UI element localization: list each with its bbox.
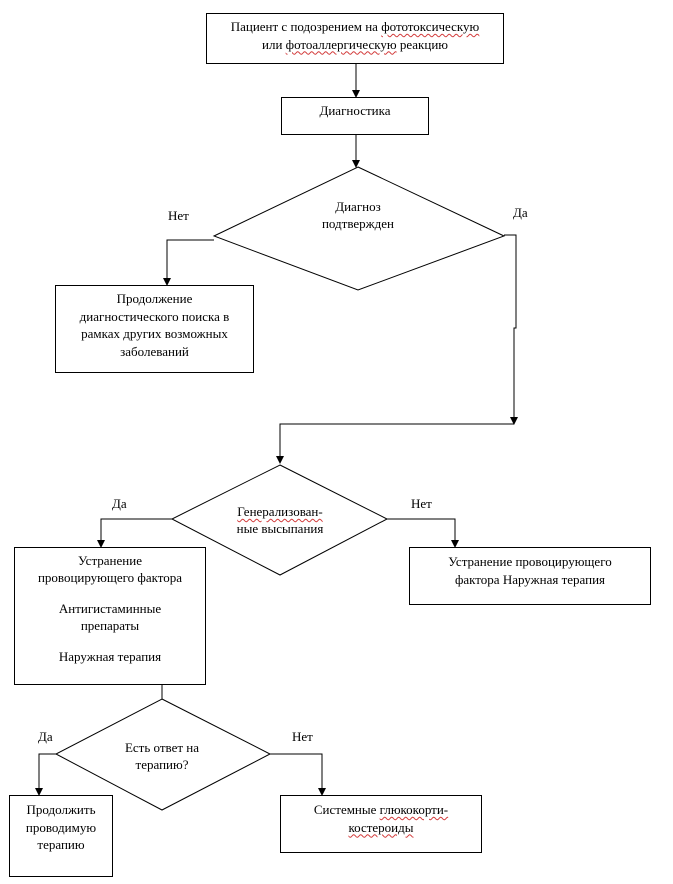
diamond-generalized-rash <box>170 464 389 576</box>
response-label: Есть ответ на терапию? <box>102 740 222 774</box>
arrow-no-to-systemic <box>270 753 326 796</box>
start-line2-a: или <box>262 36 286 52</box>
systemic-line2: костероиды <box>348 819 414 835</box>
diagnosis-confirmed-line1: Диагноз <box>335 199 381 214</box>
start-line1-b: фототоксическую <box>381 19 480 34</box>
edge-label-yes-1: Да <box>513 205 528 220</box>
edge-label-no-1: Нет <box>168 208 189 223</box>
left-treatment-p3: Наружная терапия <box>58 648 162 664</box>
continue-therapy-line1: Продолжить <box>26 802 96 817</box>
arrow-yes-to-left-treatment <box>97 518 172 548</box>
continue-search-line2: диагностического поиска в <box>79 308 230 324</box>
start-line1-a: Пациент с подозрением на <box>230 19 382 34</box>
edge-label-no-3: Нет <box>292 729 313 744</box>
diamond-response-to-therapy <box>54 698 272 811</box>
edge-label-yes-3: Да <box>38 729 53 744</box>
generalized-rash-line1: Генерализован- <box>237 504 323 519</box>
left-treatment-node: Устранение провоцирующего фактора Антиги… <box>14 547 206 685</box>
diagnostics-label: Диагностика <box>319 103 391 118</box>
arrow-yes-down <box>504 234 518 425</box>
left-treatment-p2-line2: препараты <box>80 617 140 633</box>
diamond-diagnosis-confirmed <box>212 166 506 291</box>
arrow-no-to-right-treatment <box>387 518 459 548</box>
continue-search-node: Продолжение диагностического поиска в ра… <box>55 285 254 373</box>
right-treatment-line2: фактора Наружная терапия <box>454 571 606 587</box>
arrow-to-generalized <box>276 423 514 464</box>
response-line1: Есть ответ на <box>124 740 200 755</box>
response-line2: терапию? <box>135 756 189 772</box>
continue-search-line1: Продолжение <box>116 291 193 306</box>
right-treatment-node: Устранение провоцирующего фактора Наружн… <box>409 547 651 605</box>
left-treatment-p1-line1: Устранение <box>78 553 142 568</box>
generalized-rash-label: Генерализован- ные высыпания <box>220 504 340 538</box>
edge-label-no-2: Нет <box>411 496 432 511</box>
continue-search-line4: заболеваний <box>120 343 189 359</box>
systemic-line1-a: Системные <box>313 802 380 817</box>
continue-search-line3: рамках других возможных <box>81 326 228 342</box>
systemic-steroids-node: Системные глюкокорти- костероиды <box>280 795 482 853</box>
start-line2-c: реакцию <box>396 36 448 52</box>
start-node: Пациент с подозрением на фототоксическую… <box>206 13 504 64</box>
continue-therapy-line3: терапию <box>37 837 85 853</box>
edge-label-yes-2: Да <box>112 496 127 511</box>
arrow-no-to-continue-search <box>163 239 214 286</box>
diagnostics-node: Диагностика <box>281 97 429 135</box>
arrow-yes-to-continue-therapy <box>35 753 56 796</box>
start-line2-b: фотоаллергическую <box>285 36 397 52</box>
diagnosis-confirmed-line2: подтвержден <box>321 215 395 231</box>
continue-therapy-line2: проводимую <box>25 819 97 835</box>
generalized-rash-line2: ные высыпания <box>236 520 324 536</box>
continue-therapy-node: Продолжить проводимую терапию <box>9 795 113 877</box>
left-treatment-p1-line2: провоцирующего фактора <box>37 569 183 585</box>
left-treatment-p2-line1: Антигистаминные <box>58 600 162 616</box>
diagnosis-confirmed-label: Диагноз подтвержден <box>298 199 418 233</box>
systemic-line1-b: глюкокорти- <box>379 802 449 817</box>
right-treatment-line1: Устранение провоцирующего <box>448 554 612 569</box>
